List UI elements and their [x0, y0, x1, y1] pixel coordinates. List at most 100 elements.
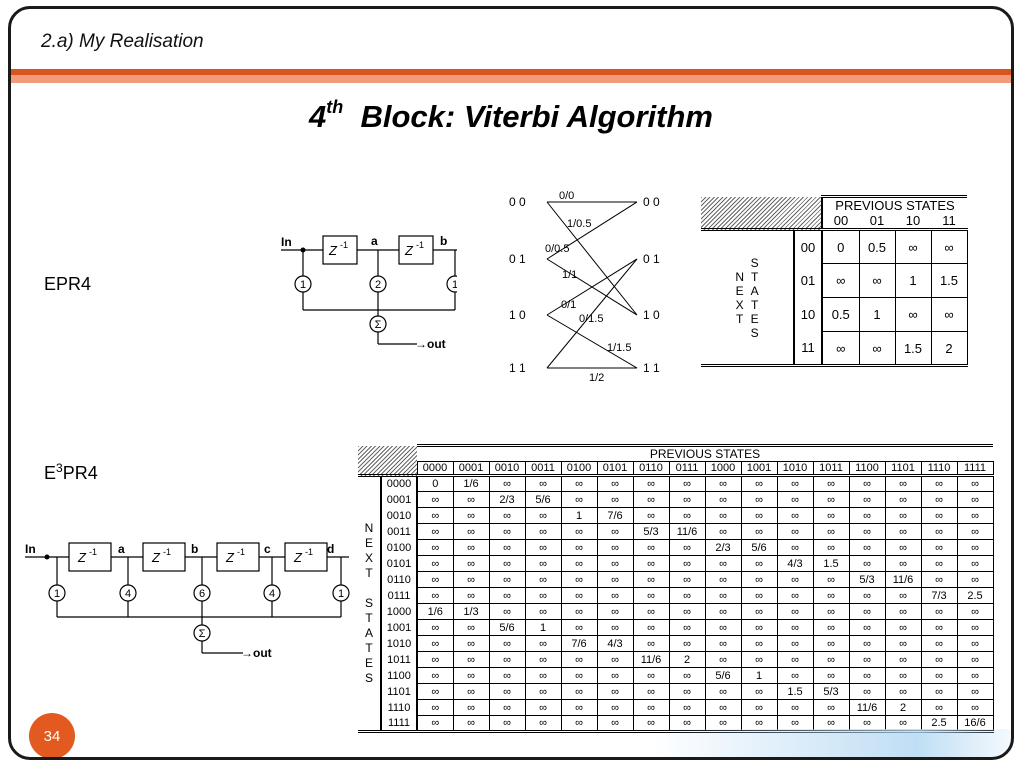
svg-text:-1: -1: [89, 547, 97, 557]
e3pr4-cell: ∞: [560, 699, 598, 716]
e3pr4-cell: ∞: [848, 667, 886, 684]
e3pr4-cell: ∞: [524, 475, 562, 492]
e3pr4-cell: ∞: [704, 507, 742, 524]
e3pr4-cell: ∞: [416, 523, 454, 540]
e3pr4-cell: 5/3: [812, 683, 850, 700]
e3pr4-cell: ∞: [776, 571, 814, 588]
e3pr4-cell: ∞: [488, 475, 526, 492]
e3pr4-cell: 11/6: [668, 523, 706, 540]
e3pr4-cell: ∞: [596, 603, 634, 620]
e3pr4-cell: 1/6: [452, 475, 490, 492]
e3pr4-cell: 5/3: [632, 523, 670, 540]
table-hatch: [358, 445, 417, 476]
e3pr4-row-state: 1000: [380, 603, 418, 620]
e3pr4-cell: ∞: [488, 523, 526, 540]
e3pr4-cell: ∞: [956, 571, 994, 588]
svg-text:1: 1: [452, 279, 457, 291]
e3pr4-table-side-label: N E X T S T A T E S: [358, 475, 381, 733]
e3pr4-cell: ∞: [920, 651, 958, 668]
e3pr4-cell: ∞: [560, 539, 598, 556]
e3pr4-cell: ∞: [920, 555, 958, 572]
e3pr4-cell: 1.5: [812, 555, 850, 572]
e3pr4-cell: ∞: [452, 683, 490, 700]
e3pr4-cell: ∞: [956, 491, 994, 508]
slide-frame: 2.a) My Realisation 4th Block: Viterbi A…: [8, 6, 1014, 760]
e3pr4-cell: ∞: [812, 603, 850, 620]
e3pr4-cell: ∞: [596, 619, 634, 636]
e3pr4-cell: ∞: [884, 507, 922, 524]
e3pr4-cell: ∞: [452, 539, 490, 556]
e3pr4-cell: ∞: [596, 667, 634, 684]
e3pr4-cell: ∞: [956, 555, 994, 572]
e3pr4-cell: ∞: [524, 571, 562, 588]
e3pr4-cell: ∞: [488, 603, 526, 620]
e3pr4-cell: ∞: [524, 523, 562, 540]
epr4-label: EPR4: [44, 274, 92, 294]
e3pr4-cell: ∞: [524, 555, 562, 572]
e3pr4-cell: ∞: [632, 699, 670, 716]
e3pr4-cell: ∞: [848, 619, 886, 636]
e3pr4-cell: 7/6: [596, 507, 634, 524]
trellis-state-left-10: 1 0: [509, 308, 526, 322]
e3pr4-col-header: 0011: [524, 461, 562, 476]
e3pr4-cell: ∞: [704, 491, 742, 508]
e3pr4-cell: ∞: [740, 683, 778, 700]
e3pr4-cell: ∞: [812, 523, 850, 540]
e3pr4-cell: ∞: [776, 651, 814, 668]
e3pr4-cell: ∞: [920, 507, 958, 524]
e3pr4-cell: ∞: [884, 539, 922, 556]
e3pr4-cell: ∞: [596, 523, 634, 540]
e3pr4-cell: ∞: [668, 667, 706, 684]
e3pr4-cell: ∞: [740, 491, 778, 508]
e3pr4-cell: ∞: [776, 667, 814, 684]
e3pr4-cell: ∞: [524, 667, 562, 684]
e3pr4-cell: ∞: [488, 715, 526, 732]
e3pr4-cell: ∞: [416, 619, 454, 636]
svg-text:-1: -1: [305, 547, 313, 557]
e3pr4-cell: ∞: [632, 635, 670, 652]
e3pr4-cell: 11/6: [632, 651, 670, 668]
svg-text:Z: Z: [225, 550, 235, 565]
e3pr4-cell: ∞: [848, 603, 886, 620]
svg-text:0/1.5: 0/1.5: [579, 313, 603, 325]
e3pr4-cell: ∞: [524, 651, 562, 668]
e3pr4-cell: ∞: [884, 491, 922, 508]
svg-text:1: 1: [300, 279, 306, 291]
e3pr4-col-header: 1110: [920, 461, 958, 476]
svg-text:0/0: 0/0: [559, 190, 574, 202]
e3pr4-cell: ∞: [560, 571, 598, 588]
svg-text:Z: Z: [328, 243, 338, 258]
e3pr4-cell: ∞: [848, 635, 886, 652]
e3pr4-cell: ∞: [416, 715, 454, 732]
e3pr4-cell: ∞: [632, 571, 670, 588]
e3pr4-cell: ∞: [416, 683, 454, 700]
e3pr4-cell: ∞: [920, 683, 958, 700]
e3pr4-cell: ∞: [488, 571, 526, 588]
e3pr4-cell: 0: [416, 475, 454, 492]
e3pr4-cell: ∞: [776, 699, 814, 716]
e3pr4-cell: 11/6: [848, 699, 886, 716]
e3pr4-cell: ∞: [668, 635, 706, 652]
e3pr4-cell: 5/6: [704, 667, 742, 684]
trellis-state-right-00: 0 0: [643, 195, 660, 209]
e3pr4-cell: ∞: [632, 587, 670, 604]
e3pr4-col-header: 0001: [452, 461, 490, 476]
e3pr4-cell: 7/3: [920, 587, 958, 604]
epr4-table-side-label: N E X T S T A T E S: [701, 229, 795, 367]
e3pr4-col-header: 1010: [776, 461, 814, 476]
e3pr4-cell: 5/6: [488, 619, 526, 636]
e3pr4-cell: ∞: [740, 699, 778, 716]
e3pr4-cell: ∞: [488, 539, 526, 556]
e3pr4-cell: ∞: [776, 523, 814, 540]
e3pr4-row-state: 1111: [380, 715, 418, 732]
svg-text:Σ: Σ: [375, 319, 382, 331]
e3pr4-cell: ∞: [956, 699, 994, 716]
e3pr4-cell: ∞: [560, 491, 598, 508]
e3pr4-row-state: 0001: [380, 491, 418, 508]
svg-text:d: d: [327, 542, 334, 556]
e3pr4-cell: ∞: [956, 635, 994, 652]
e3pr4-cell: ∞: [524, 539, 562, 556]
e3pr4-cell: ∞: [632, 475, 670, 492]
e3pr4-cell: ∞: [488, 699, 526, 716]
e3pr4-cell: ∞: [524, 715, 562, 732]
